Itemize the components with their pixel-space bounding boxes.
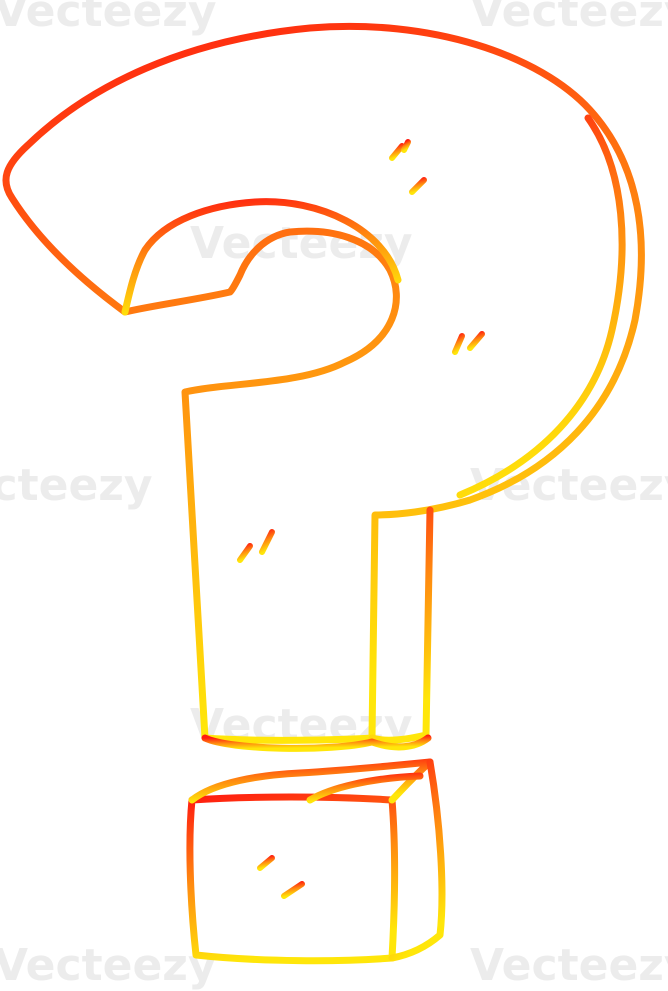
depth-line (456, 114, 626, 499)
shine-mark (237, 543, 253, 563)
question-mark-outline (2, 22, 645, 744)
shine-mark (259, 529, 275, 555)
shine-mark (281, 881, 305, 899)
shine-mark (257, 855, 275, 871)
shine-mark (467, 331, 485, 351)
question-dot-top-edge (306, 772, 424, 804)
shine-mark (452, 333, 465, 355)
question-dot-front (186, 793, 399, 965)
shine-mark (389, 143, 405, 161)
shine-mark (401, 139, 411, 153)
shine-mark (409, 177, 427, 195)
stem-base (201, 734, 432, 752)
question-dot-side (388, 758, 446, 962)
hook-inner-edge (121, 198, 402, 316)
depth-line-bottom (368, 506, 434, 744)
